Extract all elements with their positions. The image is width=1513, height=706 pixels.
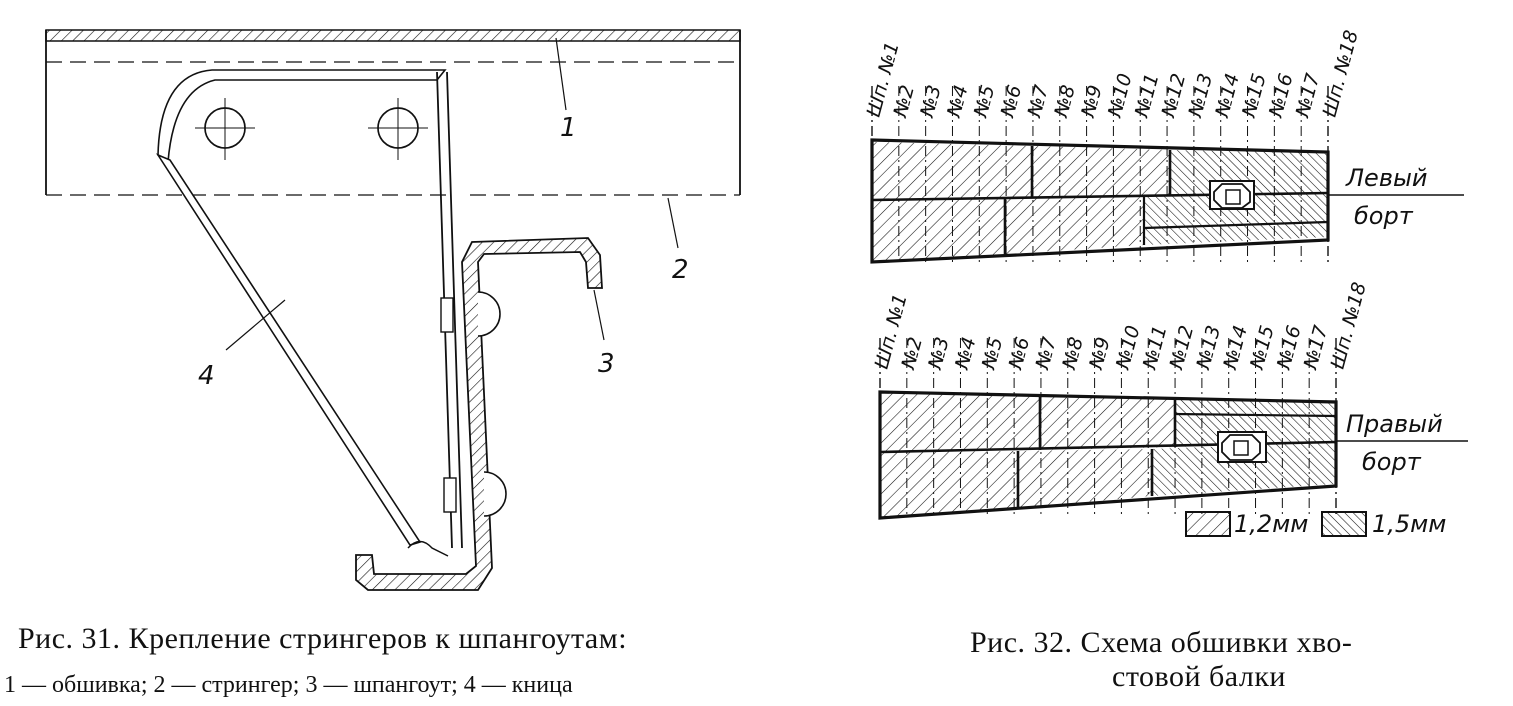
left-side-label-1: Левый: [1345, 164, 1428, 192]
figure-32-caption-line2: стовой балки: [1112, 660, 1286, 693]
legend-label-1-2mm: 1,2мм: [1234, 510, 1308, 538]
stringer-attachment-drawing: 1 2 3 4: [45, 29, 741, 591]
right-side-frame-label: №8: [1058, 335, 1088, 372]
left-side-frame-label: №8: [1050, 83, 1080, 120]
frame-profile: [355, 237, 603, 591]
rivet-upper: [440, 291, 501, 337]
callout-4: 4: [198, 361, 215, 391]
rivet-hole: [195, 98, 255, 160]
left-side-frame-label: №5: [970, 83, 1000, 120]
rivet-lower: [443, 471, 507, 517]
right-side-label-1: Правый: [1346, 410, 1443, 438]
right-side-frame-label: №6: [1004, 335, 1034, 372]
left-side-frame-label: №2: [889, 83, 919, 120]
right-side-frame-label: №2: [897, 335, 927, 372]
left-side-frame-label: №6: [996, 83, 1026, 120]
right-side-frame-label: №9: [1085, 335, 1115, 372]
right-side-frame-label: Шп. №18: [1327, 280, 1371, 371]
legend-label-1-5mm: 1,5мм: [1372, 510, 1446, 538]
left-side-frame-label: №9: [1077, 83, 1107, 120]
left-side-frame-label: №7: [1023, 83, 1053, 120]
right-side-frame-label: №4: [951, 335, 981, 372]
right-side-panel: Шп. №1№2№3№4№5№6№7№8№9№10№11№12№13№14№15…: [871, 280, 1468, 520]
left-side-frame-label: №4: [943, 83, 973, 120]
left-side-frame-label: №3: [916, 83, 946, 120]
right-side-frame-label: №5: [978, 335, 1008, 372]
legend-swatch-1-5mm: [1321, 511, 1367, 537]
callout-3: 3: [598, 349, 615, 379]
figure-31-caption-legend: 1 — обшивка; 2 — стрингер; 3 — шпангоут;…: [4, 672, 573, 698]
callout-2: 2: [672, 255, 689, 285]
thickness-legend: 1,2мм 1,5мм: [1185, 510, 1446, 538]
right-side-label-2: борт: [1362, 448, 1422, 476]
left-side-frame-label: Шп. №18: [1319, 28, 1363, 119]
left-side-label-2: борт: [1354, 202, 1414, 230]
rivet-hole: [368, 98, 428, 160]
legend-swatch-1-2mm: [1185, 511, 1231, 537]
figure-31-caption-title: Рис. 31. Крепление стрингеров к шпангоут…: [18, 622, 628, 655]
right-side-frame-label: №3: [924, 335, 954, 372]
figure-32-caption-line1: Рис. 32. Схема обшивки хво-: [970, 626, 1353, 659]
right-side-frame-label: №7: [1031, 335, 1061, 372]
left-side-panel: Шп. №1№2№3№4№5№6№7№8№9№10№11№12№13№14№15…: [863, 28, 1464, 264]
skin-strip: [45, 29, 741, 42]
callout-1: 1: [560, 113, 577, 143]
tail-boom-skin-scheme: Шп. №1№2№3№4№5№6№7№8№9№10№11№12№13№14№15…: [863, 28, 1468, 538]
